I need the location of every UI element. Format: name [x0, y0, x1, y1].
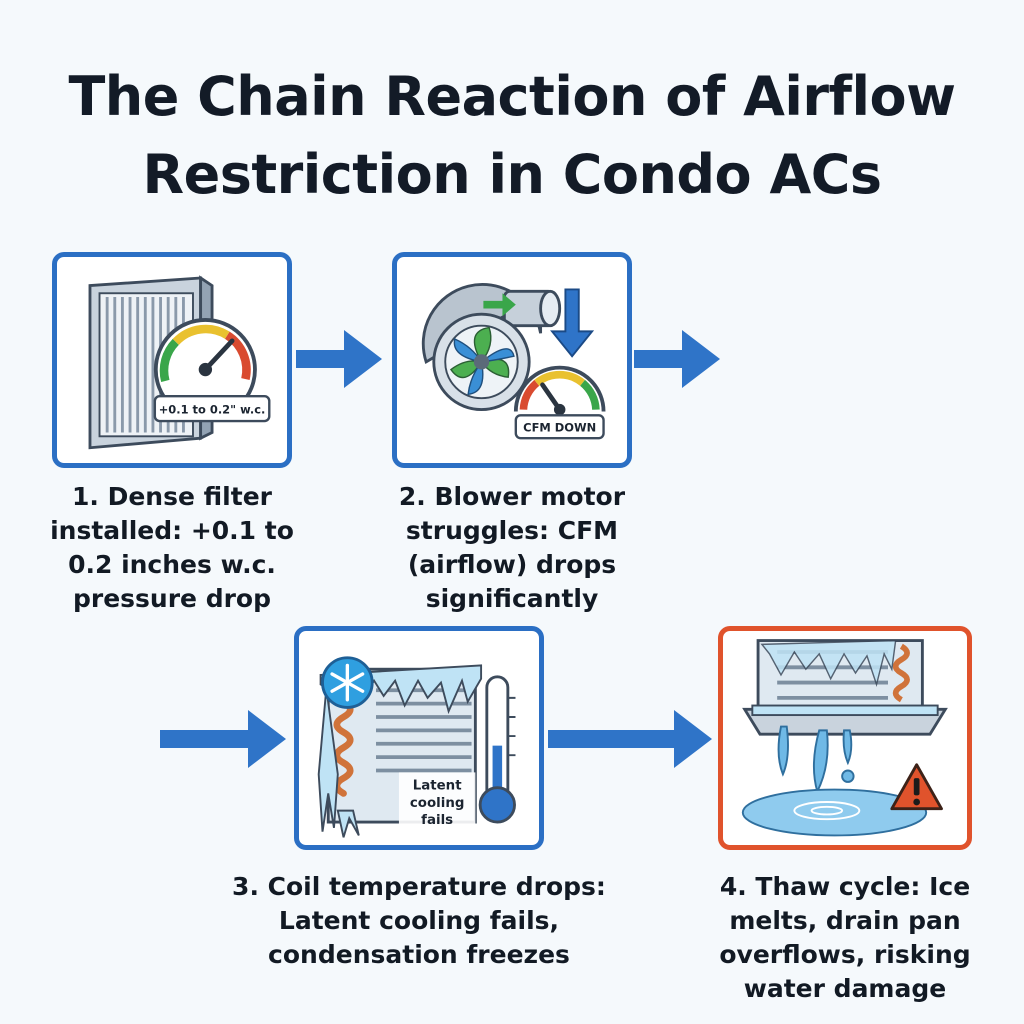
caption-line: 3. Coil temperature drops: [232, 872, 606, 901]
thermometer-icon [478, 675, 516, 824]
melting-coil-icon [756, 639, 924, 715]
airflow-right-arrow-icon [483, 293, 516, 317]
water-overflow-icon [741, 725, 928, 837]
arrow-step-3-to-4 [548, 710, 712, 768]
gauge-label-step-2: CFM DOWN [523, 421, 596, 435]
caption-line: installed: +0.1 to [50, 516, 294, 545]
title-line-2: Restriction in Condo ACs [142, 143, 882, 206]
caption-line: overflows, risking [719, 940, 971, 969]
caption-line: pressure drop [72, 584, 272, 613]
blower-illustration: CFM DOWN [421, 283, 606, 440]
filter-illustration: +0.1 to 0.2" w.c. [88, 275, 271, 450]
warning-icon [890, 763, 943, 811]
step-2-caption: 2. Blower motor struggles: CFM (airflow)… [380, 480, 644, 616]
step-3-panel: Latent cooling fails [294, 626, 544, 850]
arrow-step-1-to-2 [296, 330, 382, 388]
step-3-caption: 3. Coil temperature drops: Latent coolin… [214, 870, 624, 972]
caption-line: struggles: CFM [405, 516, 619, 545]
drain-pan-icon [742, 704, 948, 736]
frozen-coil-illustration: Latent cooling fails [317, 656, 516, 838]
thaw-overflow-illustration [741, 639, 948, 837]
step-2-panel: CFM DOWN [392, 252, 632, 468]
latent-label-line-2: cooling [410, 796, 465, 811]
blower-fan-icon [421, 283, 562, 412]
snowflake-icon [321, 656, 374, 709]
latent-label-line-1: Latent [413, 779, 462, 794]
caption-line: condensation freezes [268, 940, 570, 969]
pressure-gauge-icon [153, 318, 271, 423]
caption-line: 4. Thaw cycle: Ice [719, 872, 971, 901]
caption-line: 2. Blower motor [398, 482, 626, 511]
caption-line: (airflow) drops [407, 550, 617, 579]
step-1-caption: 1. Dense filter installed: +0.1 to 0.2 i… [40, 480, 304, 616]
caption-line: 1. Dense filter [72, 482, 272, 511]
cfm-gauge-icon [513, 365, 606, 440]
caption-line: melts, drain pan [729, 906, 961, 935]
caption-line: significantly [425, 584, 599, 613]
step-4-panel [718, 626, 972, 850]
title-line-1: The Chain Reaction of Airflow [68, 65, 956, 128]
caption-line: 0.2 inches w.c. [68, 550, 276, 579]
step-1-panel: +0.1 to 0.2" w.c. [52, 252, 292, 468]
latent-label-line-3: fails [421, 813, 453, 828]
arrow-step-2-to-3 [634, 330, 720, 388]
caption-line: water damage [743, 974, 947, 1003]
arrow-into-step-3 [160, 710, 286, 768]
step-4-caption: 4. Thaw cycle: Ice melts, drain pan over… [700, 870, 990, 1006]
airflow-down-arrow-icon [550, 288, 595, 358]
page-title: The Chain Reaction of Airflow Restrictio… [0, 58, 1024, 214]
gauge-label-step-1: +0.1 to 0.2" w.c. [159, 402, 266, 416]
caption-line: Latent cooling fails, [278, 906, 560, 935]
